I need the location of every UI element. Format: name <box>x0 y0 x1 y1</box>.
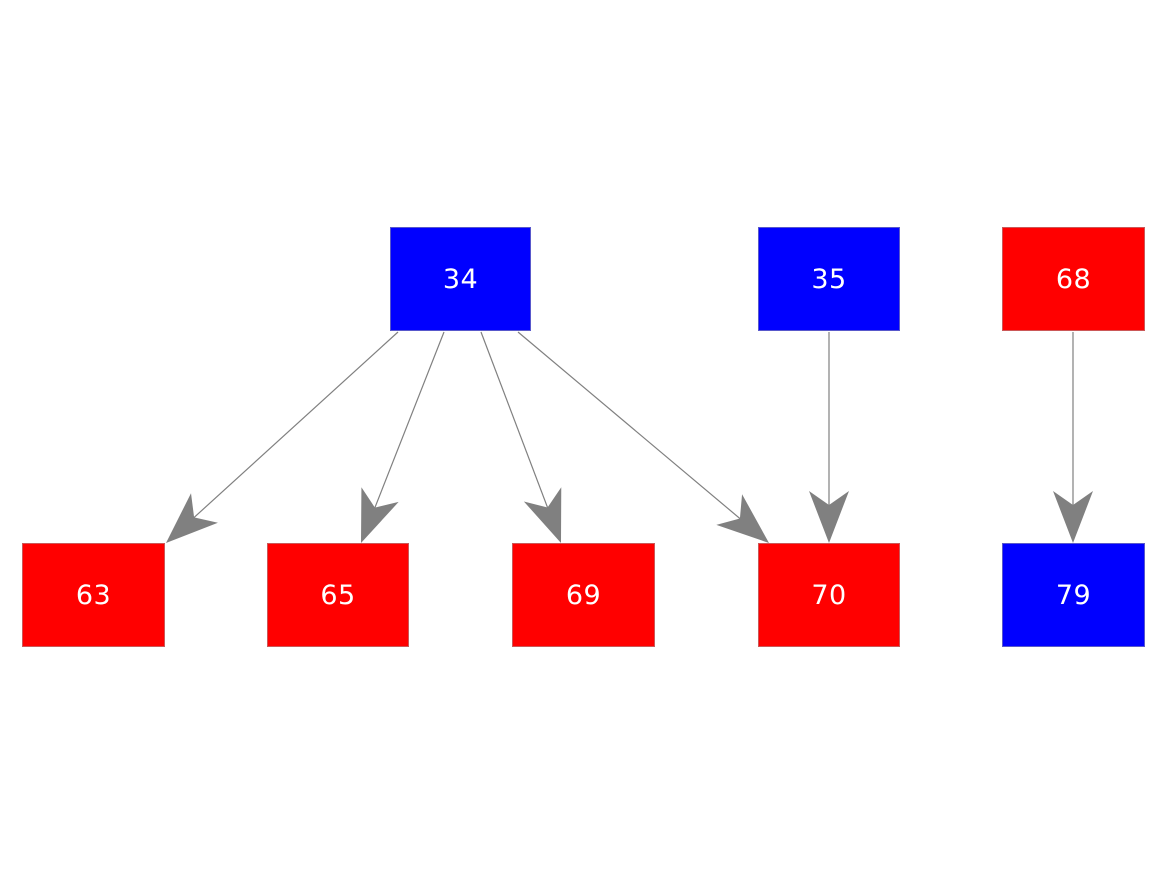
node-34[interactable]: 34 <box>390 227 531 331</box>
node-label: 79 <box>1055 579 1092 611</box>
edge-35-to-70 <box>809 332 849 543</box>
node-69[interactable]: 69 <box>512 543 655 647</box>
edge-34-to-70 <box>517 331 769 543</box>
node-label: 69 <box>565 579 602 611</box>
arrowhead-icon <box>361 487 399 543</box>
edge-line <box>480 331 561 542</box>
node-68[interactable]: 68 <box>1002 227 1145 331</box>
node-79[interactable]: 79 <box>1002 543 1145 647</box>
node-63[interactable]: 63 <box>22 543 165 647</box>
node-label: 63 <box>75 579 112 611</box>
node-label: 70 <box>811 579 847 611</box>
arrowhead-icon <box>1053 491 1093 543</box>
arrowhead-icon <box>523 487 562 543</box>
arrowhead-icon <box>716 494 769 543</box>
edge-68-to-79 <box>1053 332 1093 543</box>
edge-line <box>517 331 768 543</box>
edge-line <box>361 331 445 542</box>
node-70[interactable]: 70 <box>758 543 900 647</box>
edge-line <box>167 331 399 543</box>
node-label: 68 <box>1055 263 1092 295</box>
node-label: 34 <box>442 263 479 295</box>
node-35[interactable]: 35 <box>758 227 900 331</box>
node-65[interactable]: 65 <box>267 543 409 647</box>
arrowhead-icon <box>166 493 218 543</box>
arrowhead-icon <box>809 491 849 543</box>
edge-34-to-69 <box>480 331 562 543</box>
node-label: 65 <box>320 579 356 611</box>
node-label: 35 <box>811 263 847 295</box>
edge-34-to-63 <box>166 331 399 543</box>
edge-34-to-65 <box>361 331 445 543</box>
